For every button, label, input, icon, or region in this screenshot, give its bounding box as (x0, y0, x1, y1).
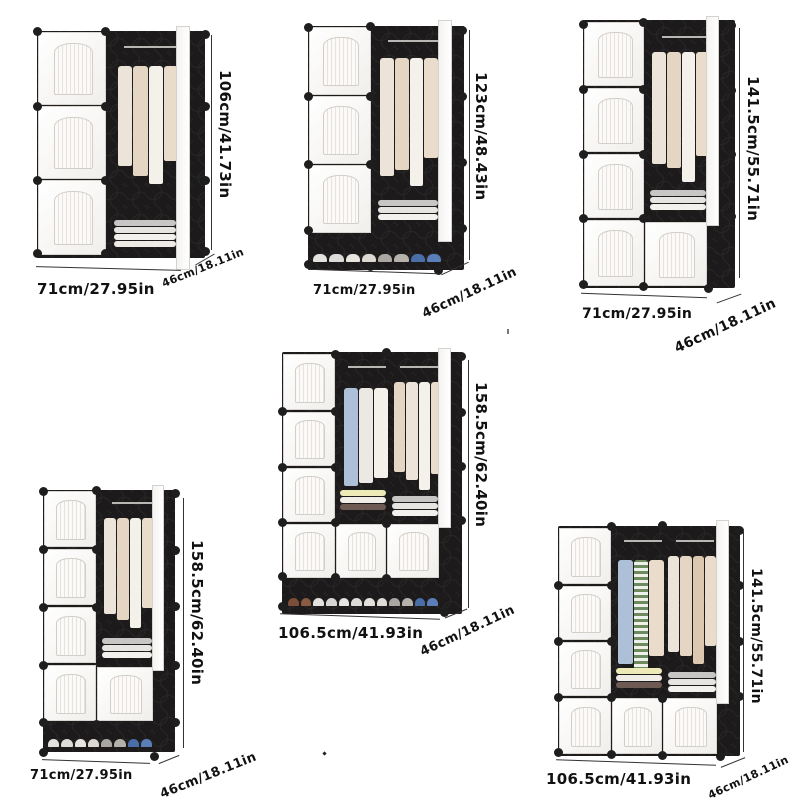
open-door (706, 16, 719, 226)
height-dimension-line (739, 28, 740, 278)
cabinet-door (584, 22, 644, 86)
depth-label: 46cm/18.11in (672, 295, 779, 357)
width-dimension-line (556, 759, 716, 766)
cabinet-door (97, 667, 153, 721)
shoe-rack (48, 736, 152, 747)
cabinet-door (584, 154, 644, 218)
shoe-rack (313, 250, 441, 262)
cabinet-door (559, 698, 611, 754)
cabinet-door (309, 96, 371, 164)
width-dimension-line (42, 759, 150, 764)
hanging-rod (400, 366, 438, 368)
height-dimension-line (468, 360, 469, 608)
folded-clothes (668, 672, 716, 692)
width-label: 71cm/27.95in (30, 768, 133, 783)
folded-clothes (616, 668, 662, 688)
cabinet-door (44, 549, 96, 605)
wardrobe-71x123: 123cm/48.43in 71cm/27.95in 46cm/18.11in (270, 0, 540, 330)
hanging-rod (676, 540, 714, 542)
hanging-clothes (344, 388, 388, 488)
wardrobe-106x158: 158.5cm/62.40in 106.5cm/41.93in 46cm/18.… (260, 330, 540, 660)
hanging-rod (348, 366, 386, 368)
cabinet-door (283, 468, 335, 522)
cabinet-door (38, 32, 106, 105)
hanging-clothes (618, 560, 665, 670)
cabinet-door (663, 698, 717, 754)
hanging-rod (662, 36, 707, 38)
cabinet-door (612, 698, 662, 754)
height-dimension-line (211, 35, 212, 250)
width-label: 106.5cm/41.93in (278, 624, 424, 642)
wardrobe-106x141: 141.5cm/55.71in 106.5cm/41.93in 46cm/18.… (530, 500, 800, 802)
hanging-clothes (118, 66, 178, 186)
width-dimension-line (36, 266, 181, 271)
open-door (438, 20, 452, 242)
shoe-rack (288, 594, 439, 606)
folded-clothes (102, 638, 152, 658)
stray-mark (322, 751, 327, 756)
hanging-rod (124, 46, 176, 48)
cabinet-door (584, 88, 644, 152)
cabinet-door (559, 642, 611, 696)
wardrobe-71x158: 158.5cm/62.40in 71cm/27.95in 46cm/18.11i… (0, 470, 270, 802)
open-door (716, 520, 729, 704)
wardrobe-71x106: 106cm/41.73in 71cm/27.95in 46cm/18.11in (0, 0, 270, 310)
open-door (176, 26, 190, 270)
open-door (152, 485, 164, 671)
stray-mark (507, 329, 509, 334)
height-dimension-line (183, 498, 184, 748)
width-label: 106.5cm/41.93in (546, 770, 692, 788)
width-label: 71cm/27.95in (37, 280, 155, 298)
height-dimension-line (469, 30, 470, 260)
cabinet-door (336, 524, 386, 578)
cabinet-door (559, 528, 611, 584)
cabinet-door (283, 354, 335, 410)
hanging-clothes (380, 58, 438, 188)
width-label: 71cm/27.95in (582, 306, 693, 322)
cabinet-door (283, 524, 335, 578)
hanging-rod (112, 502, 152, 504)
height-label: 158.5cm/62.40in (188, 540, 206, 686)
folded-clothes (340, 490, 386, 510)
wardrobe-71x141: 141.5cm/55.71in 71cm/27.95in 46cm/18.11i… (540, 0, 800, 360)
width-dimension-line (581, 292, 707, 299)
cabinet-door (44, 665, 96, 721)
depth-dimension-line (716, 293, 742, 304)
cabinet-door (645, 222, 707, 286)
hanging-clothes (668, 556, 716, 666)
hanging-clothes (104, 518, 154, 628)
depth-dimension-line (158, 754, 180, 765)
cabinet-door (44, 491, 96, 547)
cabinet-door (309, 27, 371, 95)
width-label: 71cm/27.95in (313, 283, 416, 298)
folded-clothes (378, 200, 438, 220)
height-label: 141.5cm/55.71in (744, 76, 762, 222)
hanging-rod (624, 540, 662, 542)
width-dimension-line (280, 613, 440, 620)
folded-clothes (650, 190, 706, 210)
cabinet-door (38, 106, 106, 179)
open-door (438, 348, 451, 528)
height-label: 141.5cm/55.71in (748, 568, 764, 704)
cabinet-door (309, 165, 371, 233)
cabinet-door (283, 412, 335, 466)
hanging-clothes (394, 382, 442, 492)
height-label: 123cm/48.43in (472, 72, 490, 201)
height-label: 106cm/41.73in (216, 70, 234, 199)
cabinet-door (44, 607, 96, 663)
height-label: 158.5cm/62.40in (472, 382, 490, 528)
cabinet-door (559, 586, 611, 640)
hanging-rod (388, 40, 438, 42)
depth-dimension-line (720, 757, 746, 768)
folded-clothes (392, 496, 438, 516)
hanging-clothes (652, 52, 710, 182)
cabinet-door (584, 220, 644, 286)
height-dimension-line (743, 530, 744, 752)
cabinet-door (38, 180, 106, 255)
folded-clothes (114, 220, 176, 247)
cabinet-door (387, 524, 439, 578)
